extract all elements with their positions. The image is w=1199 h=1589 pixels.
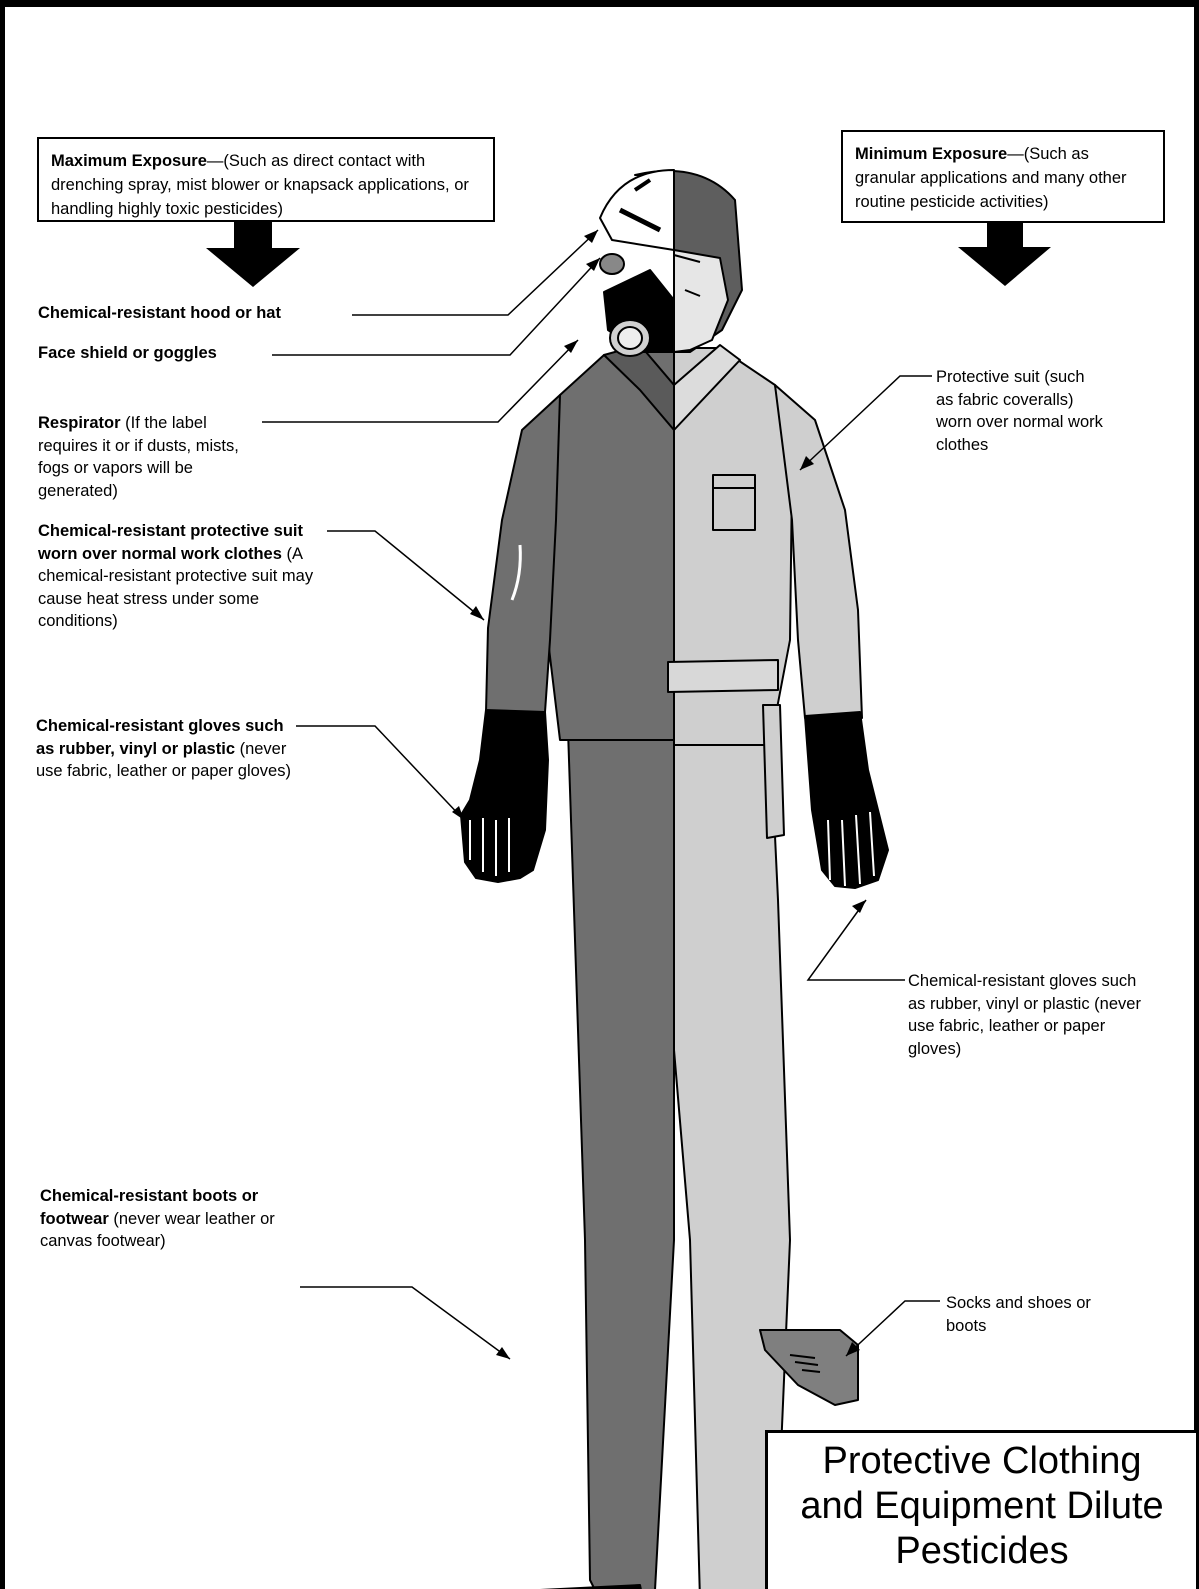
label-respirator: Respirator (If the label requires it or …: [38, 412, 260, 502]
label-gloves-right-text: Chemical-resistant gloves such as rubber…: [908, 972, 1141, 1058]
maximum-exposure-heading: Maximum Exposure: [51, 152, 207, 170]
title-line-3: Pesticides: [768, 1529, 1196, 1574]
label-boots: Chemical-resistant boots or footwear (ne…: [40, 1185, 302, 1253]
label-face-bold: Face shield or goggles: [38, 344, 217, 362]
title-box: Protective Clothing and Equipment Dilute…: [765, 1430, 1199, 1589]
figure-head: [600, 170, 742, 356]
figure-dark-half: [461, 345, 674, 1589]
label-hood: Chemical-resistant hood or hat: [38, 302, 358, 325]
label-suit-bold: Chemical-resistant protective suit worn …: [38, 522, 303, 563]
label-gloves-right: Chemical-resistant gloves such as rubber…: [908, 970, 1158, 1060]
minimum-exposure-heading: Minimum Exposure: [855, 145, 1007, 163]
label-protective-suit: Chemical-resistant protective suit worn …: [38, 520, 328, 633]
label-socks-shoes: Socks and shoes or boots: [946, 1292, 1116, 1337]
label-hood-bold: Chemical-resistant hood or hat: [38, 304, 281, 322]
maximum-exposure-box: Maximum Exposure—(Such as direct contact…: [37, 137, 495, 222]
label-fabric-suit-text: Protective suit (such as fabric coverall…: [936, 368, 1103, 454]
title-line-2: and Equipment Dilute: [768, 1484, 1196, 1529]
right-down-arrow: [958, 222, 1051, 286]
minimum-exposure-box: Minimum Exposure—(Such as granular appli…: [841, 130, 1165, 223]
title-line-1: Protective Clothing: [768, 1439, 1196, 1484]
figure-light-half: [668, 345, 888, 1589]
label-face-shield: Face shield or goggles: [38, 342, 278, 365]
label-respirator-bold: Respirator: [38, 414, 121, 432]
label-socks-text: Socks and shoes or boots: [946, 1294, 1091, 1335]
left-down-arrow: [206, 222, 300, 287]
label-fabric-suit: Protective suit (such as fabric coverall…: [936, 366, 1106, 456]
label-gloves-left: Chemical-resistant gloves such as rubber…: [36, 715, 298, 783]
